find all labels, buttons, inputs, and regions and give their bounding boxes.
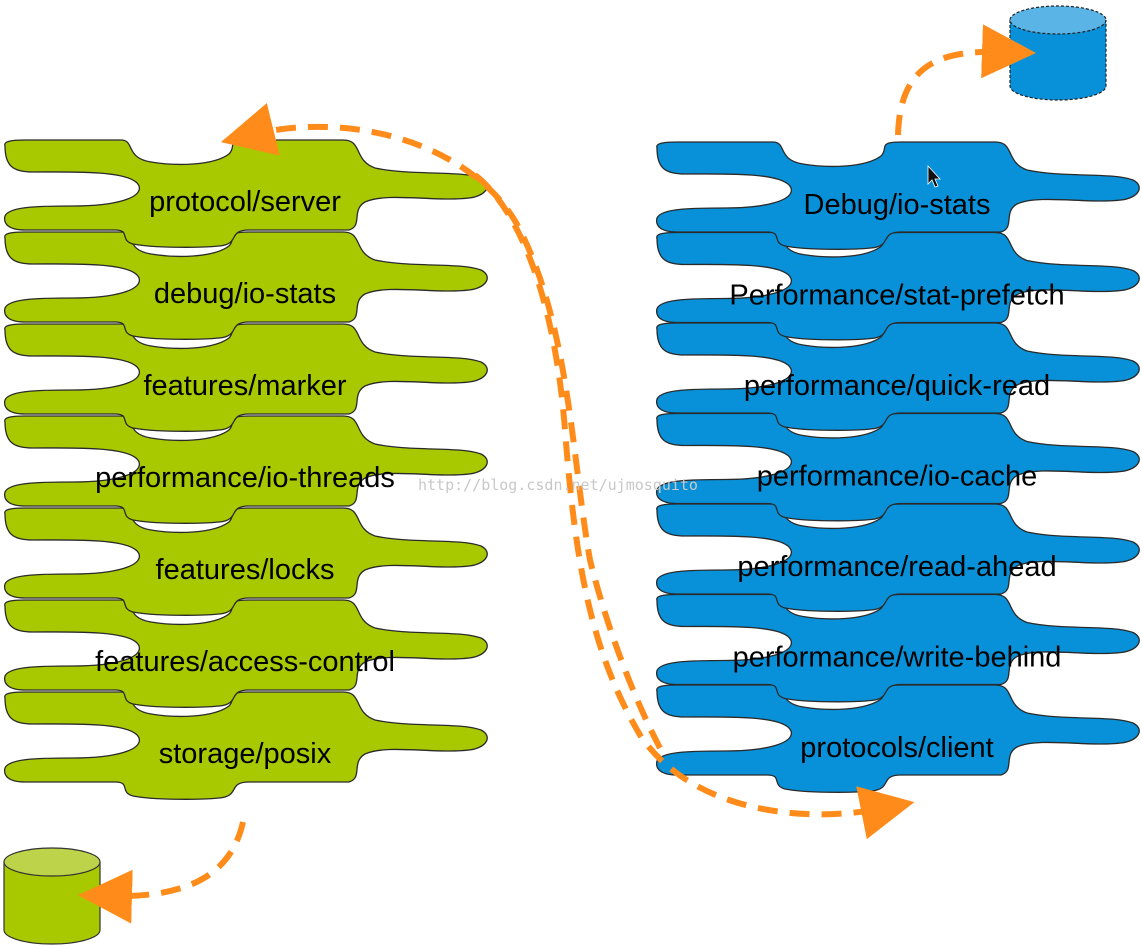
mouse-cursor-icon [927,164,941,188]
layer-shape [655,141,1140,250]
layer-shape [3,323,488,432]
layer-label: storage/posix [159,738,332,770]
layer-label: debug/io-stats [154,278,336,310]
layer-label: performance/read-ahead [737,551,1056,583]
layer-shape [655,503,1140,612]
server-layer: performance/io-threads [3,415,488,524]
layer-shape [655,322,1140,431]
client-layer: Debug/io-stats [655,141,1140,250]
layer-label: features/access-control [95,646,395,678]
layer-label: features/marker [143,370,346,402]
server-layer: features/locks [3,507,488,616]
server-layer: features/marker [3,323,488,432]
client-to-server-arrow [220,103,663,750]
layer-label: Debug/io-stats [804,189,991,221]
layer-shape [3,231,488,340]
client-layer: performance/write-behind [655,593,1140,703]
server-layer: storage/posix [3,691,488,800]
layer-shape [3,599,488,708]
layer-shape [655,231,1140,341]
layer-shape [3,691,488,800]
server-to-disk-arrow [78,821,246,924]
client-layer: performance/read-ahead [655,503,1140,612]
server-translator-stack: storage/posix features/access-control feat… [3,139,488,800]
server-layer: debug/io-stats [3,231,488,340]
layer-label: Performance/stat-prefetch [729,280,1064,312]
layer-label: performance/io-cache [757,461,1037,493]
layer-label: performance/quick-read [744,370,1050,402]
client-storage-disk-icon [1009,5,1107,101]
layer-shape [655,684,1140,793]
layer-shape [3,507,488,616]
layer-label: protocol/server [149,186,341,218]
server-layer: features/access-control [3,599,488,708]
layer-label: performance/write-behind [733,642,1062,674]
layer-shape [655,593,1140,703]
server-layer: protocol/server [3,139,488,248]
client-layer: Performance/stat-prefetch [655,231,1140,341]
client-layer: performance/quick-read [655,322,1140,431]
layer-shape [655,412,1140,522]
layer-label: performance/io-threads [95,462,395,494]
client-translator-stack: protocols/client performance/write-behind… [655,141,1140,793]
client-layer: performance/io-cache [655,412,1140,522]
layer-shape [3,415,488,524]
server-storage-disk-icon [3,847,101,945]
layer-label: features/locks [156,554,335,586]
client-to-disk-arrow [895,24,1036,136]
server-to-client-arrow [473,172,915,840]
watermark-text: http://blog.csdn.net/ujmosquito [418,476,698,494]
client-layer: protocols/client [655,684,1140,793]
layer-label: protocols/client [800,732,993,764]
